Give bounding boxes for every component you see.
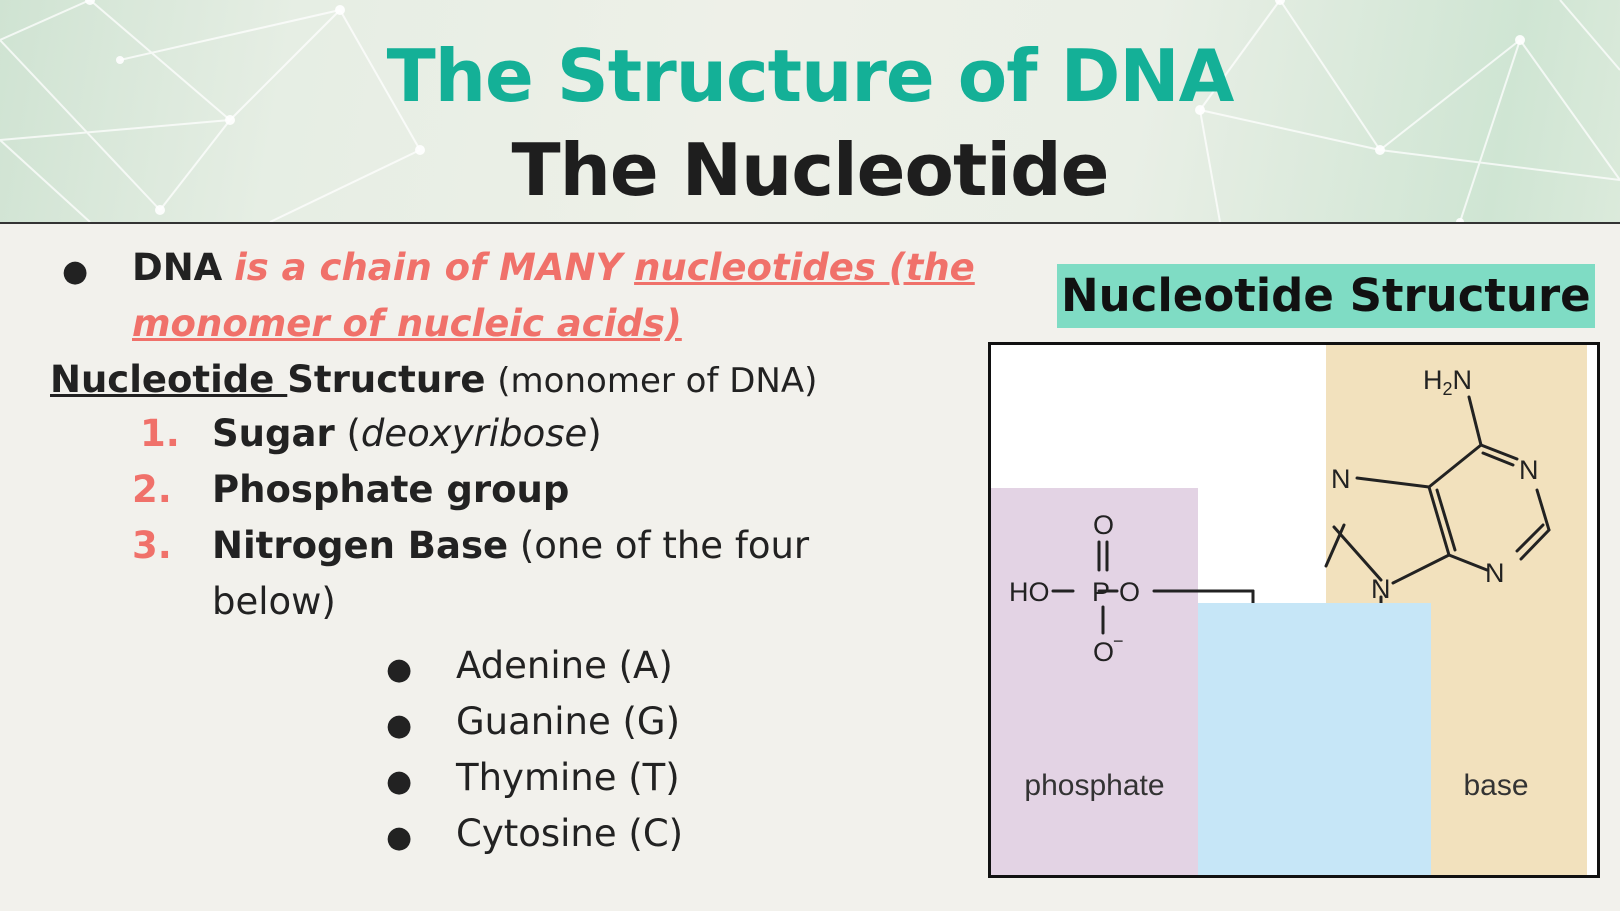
list-number-1: 1. — [140, 412, 180, 455]
atom-o-bridge: O — [1119, 577, 1140, 607]
slide-title: The Structure of DNA — [386, 34, 1235, 118]
intro-line-2: monomer of nucleic acids) — [132, 302, 682, 345]
atom-h2n-2: 2 — [1443, 379, 1453, 399]
heading-nucleotide: Nucleotide — [50, 358, 288, 401]
slide-subtitle: The Nucleotide — [511, 128, 1110, 212]
atom-p: P — [1092, 577, 1110, 607]
list-item-phosphate: Phosphate group — [212, 468, 570, 511]
bullet-dot: ● — [386, 764, 413, 799]
list-number-2: 2. — [132, 468, 172, 511]
bullet-dot: ● — [386, 652, 413, 687]
sugar-label: Sugar — [212, 412, 335, 455]
base-cytosine: Cytosine (C) — [456, 812, 684, 855]
list-item-sugar: Sugar (deoxyribose) — [212, 412, 602, 455]
sugar-detail: deoxyribose — [360, 412, 588, 455]
nucleotide-diagram: HO P O O O − O OH H H2N N N N N phosphat… — [988, 342, 1600, 878]
atom-ho: HO — [1009, 577, 1050, 607]
heading-note: (monomer of DNA) — [497, 361, 818, 401]
atom-o-top: O — [1093, 510, 1114, 540]
base-guanine: Guanine (G) — [456, 700, 681, 743]
phosphate-region — [991, 488, 1198, 875]
bullet-dot: ● — [62, 254, 89, 289]
atom-o-minus: O — [1093, 637, 1114, 667]
atom-h2n-n: N — [1453, 365, 1473, 395]
atom-n-7: N — [1331, 464, 1351, 494]
atom-n-3: N — [1485, 558, 1505, 588]
label-base: base — [1463, 769, 1529, 802]
title-banner: The Structure of DNA The Nucleotide — [0, 0, 1620, 224]
list-number-3: 3. — [132, 524, 172, 567]
sugar-region — [1198, 603, 1431, 875]
diagram-title: Nucleotide Structure — [1057, 264, 1595, 328]
sugar-paren-close: ) — [587, 412, 602, 455]
nitrogen-base-label: Nitrogen Base — [212, 524, 509, 567]
atom-n-1: N — [1519, 455, 1539, 485]
label-phosphate: phosphate — [1024, 769, 1165, 802]
chain-text: is a chain of MANY — [234, 246, 623, 289]
list-item-nitrogen-base: Nitrogen Base (one of the four — [212, 524, 809, 567]
monomer-text: monomer of nucleic acids) — [132, 302, 682, 345]
atom-h2n-h: H — [1423, 365, 1443, 395]
nitrogen-base-detail-cont: below) — [212, 580, 336, 623]
heading-structure: Structure — [287, 358, 486, 401]
sugar-paren-open: ( — [346, 412, 361, 455]
intro-line-1: DNA is a chain of MANY nucleotides (the — [132, 246, 975, 289]
atom-n-9: N — [1371, 574, 1391, 604]
dna-term: DNA — [132, 246, 223, 289]
nitrogen-base-detail: (one of the four — [519, 524, 810, 567]
structure-heading: Nucleotide Structure (monomer of DNA) — [50, 358, 817, 401]
atom-h2n: H2N — [1423, 365, 1472, 399]
network-background-decoration — [0, 0, 1620, 222]
bullet-dot: ● — [386, 820, 413, 855]
bullet-dot: ● — [386, 708, 413, 743]
nucleotides-text: nucleotides (the — [634, 246, 975, 289]
base-adenine: Adenine (A) — [456, 644, 673, 687]
atom-minus-sign: − — [1113, 631, 1124, 651]
base-thymine: Thymine (T) — [456, 756, 680, 799]
